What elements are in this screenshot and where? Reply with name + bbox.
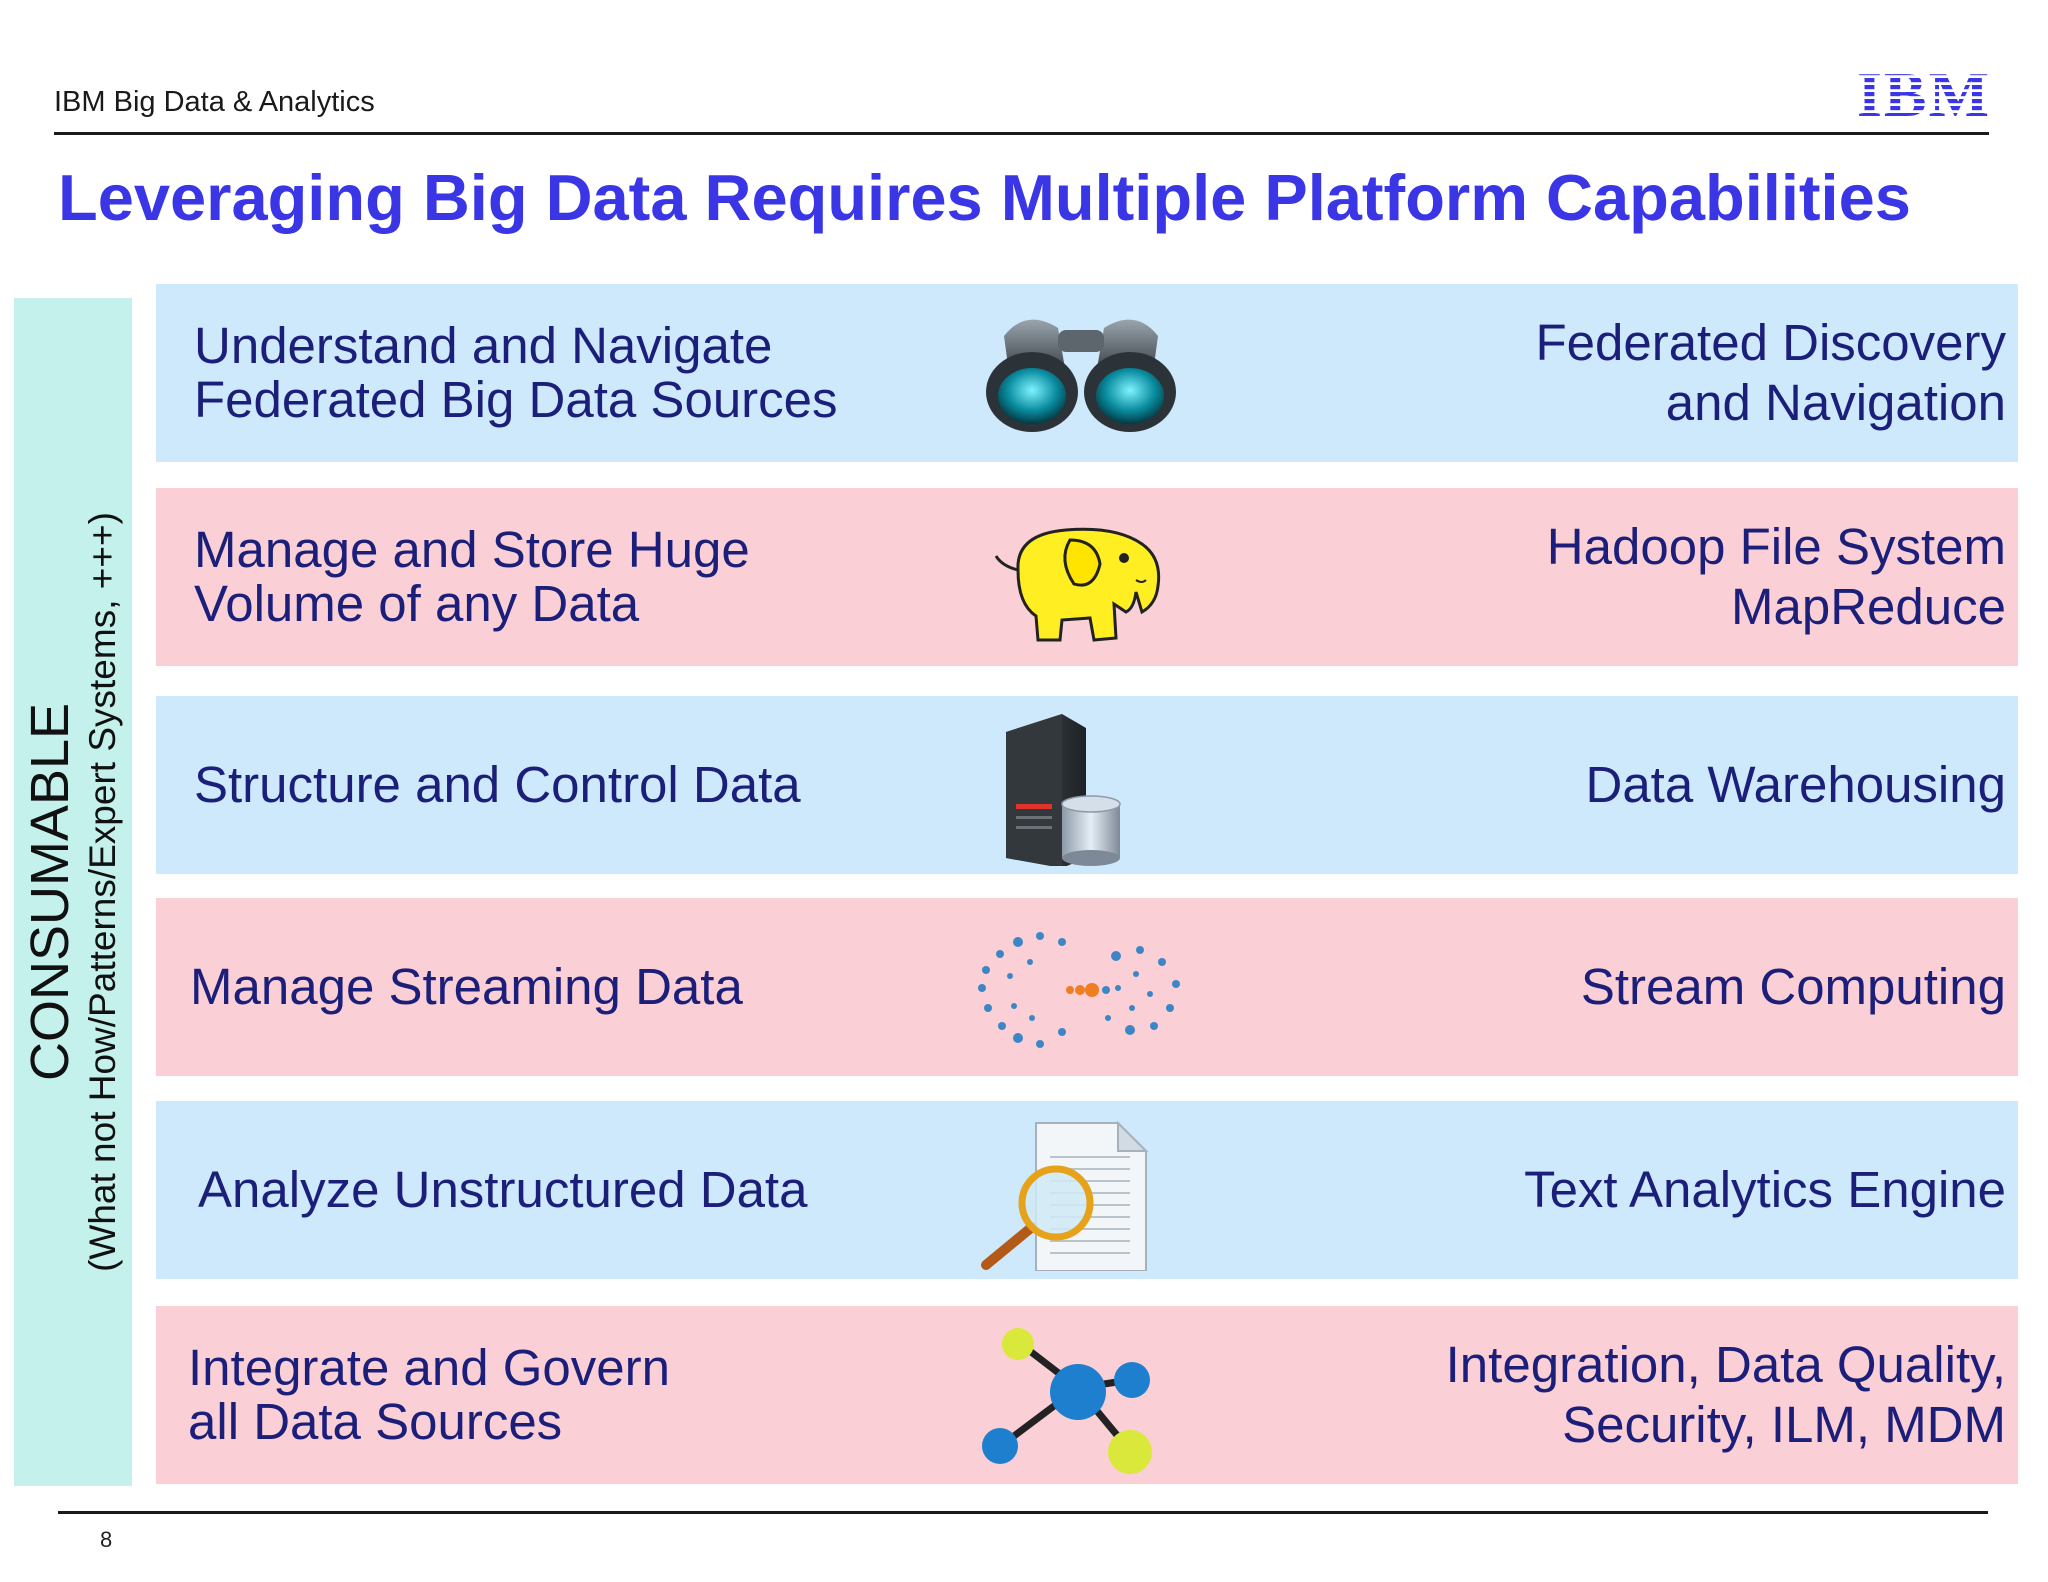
ibm-logo: IBM (1858, 64, 1990, 120)
capability-row-discovery: Understand and Navigate Federated Big Da… (156, 284, 2018, 462)
capability-row-hadoop: Manage and Store Huge Volume of any Data… (156, 488, 2018, 666)
document-magnifier-icon (981, 1120, 1149, 1271)
page-title: Leveraging Big Data Requires Multiple Pl… (58, 161, 1911, 234)
header-rule (54, 132, 1989, 135)
capability-row-warehouse: Structure and Control Data Data Warehous… (156, 696, 2018, 874)
row-solution-text: Federated Discovery and Navigation (1535, 314, 2006, 431)
row-solution-text: Integration, Data Quality, Security, ILM… (1445, 1336, 2006, 1453)
stream-particles-icon (978, 932, 1180, 1048)
page-number: 8 (100, 1527, 113, 1552)
svg-text:IBM: IBM (1858, 64, 1990, 120)
side-panel-sub: (What not How/Patterns/Expert Systems, +… (82, 512, 123, 1272)
header-label: IBM Big Data & Analytics (54, 86, 375, 118)
row-solution-text: Hadoop File System MapReduce (1546, 518, 2006, 635)
row-capability-text: Manage and Store Huge Volume of any Data (194, 521, 750, 632)
side-panel-main: CONSUMABLE (20, 702, 80, 1082)
row-capability-text: Analyze Unstructured Data (198, 1161, 808, 1218)
network-nodes-icon (982, 1328, 1152, 1474)
capability-row-streams: Manage Streaming Data Stream Computing (156, 898, 2018, 1076)
side-panel-text: CONSUMABLE (What not How/Patterns/Expert… (20, 512, 126, 1272)
row-solution-text: Text Analytics Engine (1524, 1161, 2006, 1218)
side-panel (14, 298, 132, 1486)
hadoop-elephant-icon (994, 527, 1161, 642)
row-capability-text: Understand and Navigate Federated Big Da… (194, 317, 838, 428)
capability-row-integration: Integrate and Govern all Data Sources In… (156, 1306, 2018, 1484)
row-capability-text: Structure and Control Data (194, 756, 801, 813)
binoculars-icon (986, 319, 1176, 432)
row-solution-text: Data Warehousing (1585, 756, 2006, 813)
capability-row-text-analytics: Analyze Unstructured Data Text Analytics… (156, 1101, 2018, 1279)
footer-rule (58, 1511, 1988, 1514)
row-capability-text: Manage Streaming Data (190, 958, 743, 1015)
server-database-icon (1006, 714, 1121, 866)
row-capability-text: Integrate and Govern all Data Sources (188, 1339, 670, 1450)
row-solution-text: Stream Computing (1580, 958, 2006, 1015)
